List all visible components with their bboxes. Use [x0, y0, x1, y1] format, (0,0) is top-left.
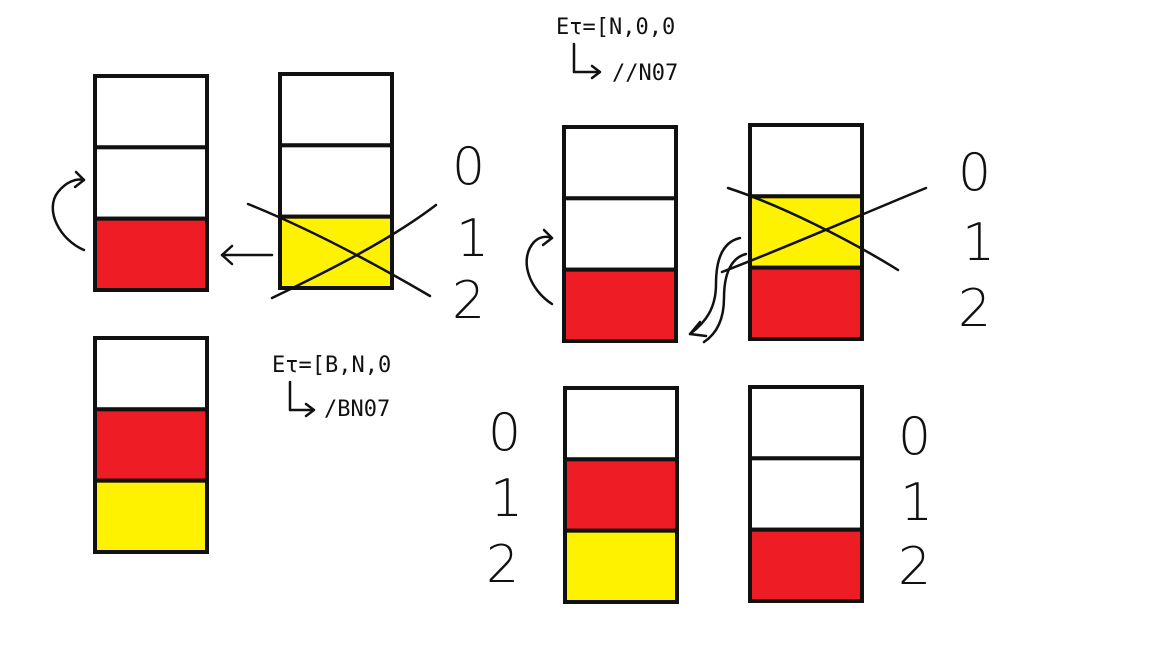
index-label-1: 1	[490, 469, 523, 529]
index-label-0: 0	[488, 403, 521, 463]
note-right-hook	[572, 42, 600, 74]
stack-cell-red	[93, 407, 209, 483]
index-label-1: 1	[962, 213, 995, 273]
stacks-layer	[93, 72, 864, 605]
index-label-2: 2	[898, 537, 931, 597]
index-label-2: 2	[958, 279, 991, 339]
stack-cell-red	[562, 267, 678, 343]
stack-bottom-right-b	[748, 385, 864, 604]
note-right: Eτ=[N,0,0 //N07	[556, 15, 678, 86]
note-left: Eτ=[B,N,0 /BN07	[272, 353, 391, 422]
stack-cell-white	[563, 386, 679, 462]
rotate-arrow-left	[51, 170, 86, 252]
stack-cell-white	[93, 74, 209, 150]
cross-mark-right	[720, 186, 928, 274]
index-label-1: 1	[456, 209, 489, 269]
stack-cell-white	[748, 385, 864, 461]
stack-cell-white	[748, 456, 864, 532]
index-labels-top-left: 0 1 2	[452, 137, 489, 331]
note-left-hook	[288, 380, 314, 412]
stack-bottom-left	[93, 336, 209, 554]
stack-top-right-a	[562, 125, 678, 343]
note-left-line1: Eτ=[B,N,0	[272, 353, 391, 378]
move-arrow-right	[688, 236, 748, 344]
stack-top-right-b	[748, 123, 864, 341]
index-label-2: 2	[452, 271, 485, 331]
index-label-1: 1	[900, 473, 933, 533]
note-right-line2: //N07	[612, 61, 678, 86]
rotate-arrow-right	[525, 228, 554, 306]
stack-bottom-right-a	[563, 386, 679, 605]
stack-cell-yellow	[563, 528, 679, 605]
index-label-0: 0	[452, 137, 485, 197]
stack-cell-white	[748, 123, 864, 199]
index-label-2: 2	[486, 535, 519, 595]
stack-cell-red	[93, 216, 209, 293]
index-label-0: 0	[958, 143, 991, 203]
index-label-0: 0	[898, 407, 931, 467]
stack-cell-yellow	[93, 478, 209, 554]
stack-cell-white	[562, 125, 678, 201]
cross-mark-left	[246, 202, 438, 300]
stack-cell-yellow	[278, 214, 394, 291]
move-arrow-left	[220, 244, 274, 266]
stack-cell-white	[93, 145, 209, 221]
stack-cell-white	[93, 336, 209, 412]
stack-cell-white	[278, 143, 394, 219]
index-labels-top-right: 0 1 2	[958, 143, 995, 339]
note-right-line1: Eτ=[N,0,0	[556, 15, 675, 40]
note-left-line2: /BN07	[324, 397, 390, 422]
stack-top-left-b	[278, 72, 394, 291]
index-labels-bottom-mid: 0 1 2	[486, 403, 523, 595]
stack-cell-red	[748, 527, 864, 604]
stack-cell-yellow	[748, 194, 864, 270]
stack-cell-red	[748, 265, 864, 341]
index-labels-bottom-right: 0 1 2	[898, 407, 933, 597]
stack-cell-white	[562, 196, 678, 272]
stack-cell-red	[563, 457, 679, 533]
stack-cell-white	[278, 72, 394, 148]
stack-top-left-a	[93, 74, 209, 293]
